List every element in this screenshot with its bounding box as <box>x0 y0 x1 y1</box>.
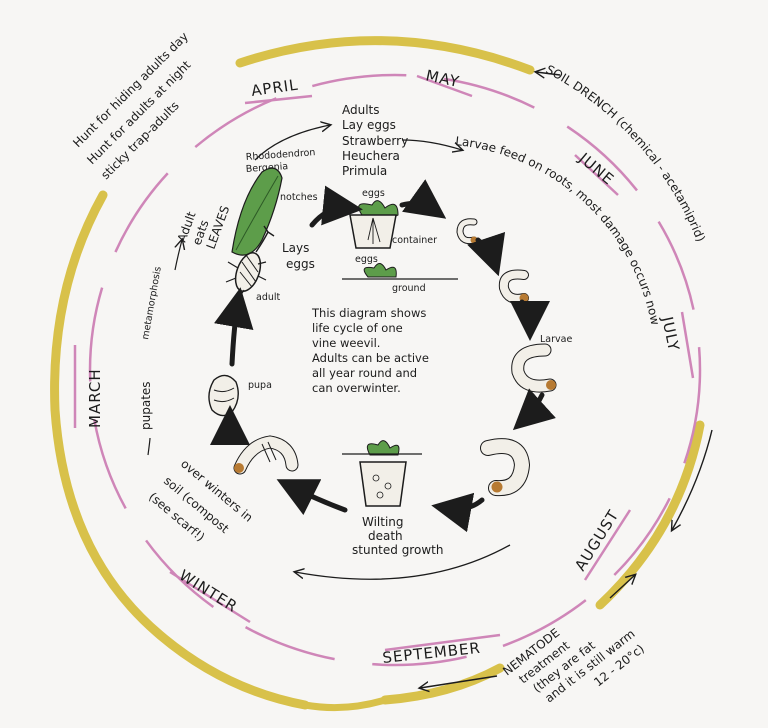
month-july: JULY <box>658 311 695 379</box>
adult-weevil-icon <box>225 225 275 301</box>
scarf-stripes <box>261 441 277 463</box>
adult-feeding-group: Rhododendron Bergenia notches Adult eats… <box>175 147 318 256</box>
outer-ring-top-segment <box>235 36 535 75</box>
month-winter-label: WINTER <box>176 566 241 616</box>
outer-ring-lower-left-detail <box>301 696 389 712</box>
wilting-plant-group: Wilting death stunted growth <box>342 440 443 557</box>
adults-lay-line-5: Primula <box>342 164 387 178</box>
wilting-line-3: stunted growth <box>352 543 443 557</box>
larva-fat-icon <box>480 438 531 497</box>
may-to-june-arrow <box>401 139 462 150</box>
adults-lay-line-3: Strawberry <box>342 134 408 148</box>
container-label: container <box>392 235 437 246</box>
arrow-adult-to-eggs <box>309 185 363 228</box>
life-cycle-arrows <box>210 179 556 533</box>
center-note: This diagram shows life cycle of one vin… <box>311 306 429 395</box>
adults-lay-line-2: Lay eggs <box>342 118 396 132</box>
larva-medium-icon <box>498 269 529 304</box>
lays-eggs-line-1: Lays <box>282 241 309 255</box>
month-april-label: APRIL <box>250 76 300 100</box>
outer-yellow-ring <box>50 36 705 712</box>
center-note-line-5: all year round and <box>312 366 417 380</box>
eggs-label-bottom: eggs <box>355 254 378 265</box>
month-march-label: MARCH <box>86 368 104 428</box>
arrow-plant-to-overwinter <box>276 479 348 516</box>
adult-weevil-group: Lays eggs adult <box>225 225 315 303</box>
month-march: MARCH <box>73 345 104 428</box>
outer-ring-left-segment <box>50 190 310 710</box>
larvae-feed-label: Larvae feed on roots, most damage occurs… <box>455 134 663 326</box>
month-may: MAY <box>416 66 473 98</box>
lays-eggs-line-2: eggs <box>286 257 315 271</box>
ground-label: ground <box>392 283 426 294</box>
center-note-line-1: This diagram shows <box>311 306 426 320</box>
month-july-label: JULY <box>658 314 683 353</box>
leaf-midrib <box>235 175 279 251</box>
month-august-label: AUGUST <box>571 506 623 574</box>
arrow-pupa-to-adult <box>214 287 254 367</box>
hunt-line-1: Hunt for hiding adults day <box>70 29 191 150</box>
arrow-larva-small-to-medium <box>467 231 506 277</box>
center-note-line-2: life cycle of one <box>312 321 403 335</box>
larvae-sequence: Larvae <box>456 218 572 497</box>
eggs-label-top: eggs <box>362 188 385 199</box>
notches-label: notches <box>280 192 318 203</box>
arrow-larva-large-to-fat <box>512 388 556 431</box>
hunt-notes: Hunt for hiding adults day Hunt for adul… <box>70 29 193 182</box>
container-roots <box>367 217 381 244</box>
outer-ring-bottom-segment <box>380 663 505 705</box>
adults-lay-line-1: Adults <box>342 103 380 117</box>
april-to-may-arrow <box>254 125 330 161</box>
center-note-line-4: Adults can be active <box>312 351 429 365</box>
adults-lay-line-4: Heuchera <box>342 149 400 163</box>
wilting-plant-leaves <box>366 440 400 456</box>
arrow-fat-to-plant <box>431 492 485 533</box>
metamorphosis-label: metamorphosis <box>140 266 164 341</box>
wilting-pot <box>359 461 407 507</box>
month-april: APRIL <box>244 76 313 105</box>
larva-small-icon <box>456 218 478 245</box>
pupates-label: pupates <box>139 381 153 430</box>
adult-label: adult <box>256 292 281 303</box>
pupa-icon <box>208 374 239 417</box>
soil-drench-arrow <box>672 429 713 530</box>
wilting-line-1: Wilting <box>362 515 404 529</box>
arrow-overwinter-to-pupa <box>210 405 251 446</box>
pupa-group: pupa <box>208 374 272 417</box>
inner-pink-ring <box>88 73 702 667</box>
pupates-arrow <box>147 437 151 456</box>
plants-line-1: Rhododendron <box>245 147 315 163</box>
adults-lay-eggs-note: Adults Lay eggs Strawberry Heuchera Prim… <box>254 103 462 178</box>
month-june-label: JUNE <box>575 149 618 189</box>
outer-ring-right-segment <box>595 420 705 610</box>
larvae-label: Larvae <box>540 334 572 345</box>
nematode-arrow-up <box>609 575 635 599</box>
august-to-winter-arrow <box>295 544 511 580</box>
soil-drench-label: SOIL DRENCH (chemical - acetamiprid) <box>544 62 708 243</box>
overwinter-larva-group <box>233 435 299 475</box>
month-winter: WINTER <box>169 566 251 624</box>
arrow-eggs-to-larva <box>399 179 447 219</box>
larva-large-icon <box>511 343 557 393</box>
eggs-container-group: eggs container eggs ground <box>342 188 458 294</box>
metamorphosis-arrow <box>175 240 182 271</box>
wilting-line-2: death <box>368 529 403 543</box>
ground-plant-leaves <box>363 263 397 278</box>
pupa-label: pupa <box>248 380 272 391</box>
month-may-label: MAY <box>424 66 461 91</box>
center-note-line-3: vine weevil. <box>312 336 380 350</box>
nematode-arrow-left <box>420 675 498 688</box>
arrow-larva-medium-to-large <box>509 299 550 341</box>
center-note-line-6: can overwinter. <box>312 381 401 395</box>
